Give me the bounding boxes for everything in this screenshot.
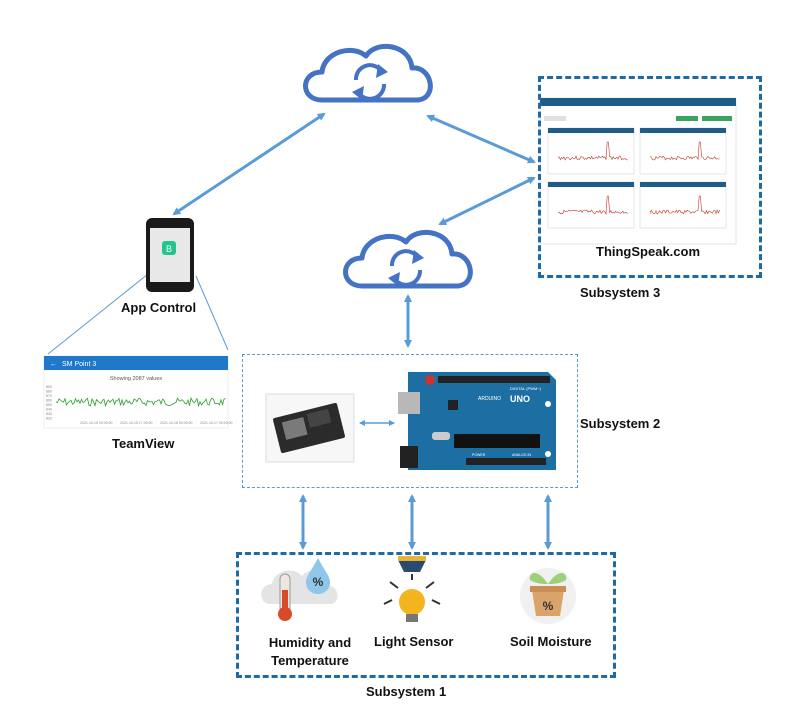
- arduino-uno-board: ARDUINO UNO DIGITAL (PWM~) POWER ANALOG …: [398, 372, 556, 470]
- thingspeak-panel: [639, 181, 727, 229]
- cloud-sync-icon-top: [303, 44, 433, 103]
- thingspeak-panel: [547, 181, 635, 229]
- thingspeak-series-line: [557, 195, 628, 216]
- teamview-x-tick: 2021-10-15 17:00:00: [120, 421, 153, 425]
- teamview-x-ticks: 2021-10-15 00:00:00 2021-10-15 17:00:00 20…: [80, 421, 233, 425]
- label-soil-moisture: Soil Moisture: [510, 634, 592, 649]
- soil-pot-icon: %: [520, 568, 576, 624]
- label-humidity-line1: Humidity and: [268, 635, 352, 650]
- teamview-y-tick: 880: [46, 390, 52, 394]
- label-thingspeak: ThingSpeak.com: [596, 244, 701, 259]
- teamview-x-tick: 2021-10-16 09:00:00: [160, 421, 193, 425]
- teamview-y-tick: 820: [46, 417, 52, 421]
- thingspeak-panel: [639, 127, 727, 175]
- label-subsystem-3: Subsystem 3: [580, 285, 661, 300]
- thingspeak-chart-panels: [547, 127, 727, 229]
- teamview-series-line: [55, 396, 226, 408]
- svg-text:B: B: [166, 244, 172, 254]
- svg-text:←: ←: [50, 361, 57, 368]
- label-humidity: Humidity and Temperature: [262, 634, 358, 670]
- arduino-power-label: POWER: [472, 453, 486, 457]
- thingspeak-series-line: [649, 195, 720, 215]
- smartphone-icon: B: [146, 218, 194, 292]
- teamview-header: SM Point 3: [62, 361, 96, 368]
- arrow-thingspeak-cloud-middle: [438, 176, 536, 226]
- humidity-temperature-icon: %: [261, 558, 338, 621]
- label-subsystem-2: Subsystem 2: [580, 416, 661, 431]
- teamview-y-tick: 830: [46, 412, 52, 416]
- thingspeak-series-line: [649, 141, 720, 161]
- esp8266-module: [265, 393, 355, 463]
- teamview-x-tick: 2021-10-15 00:00:00: [80, 421, 113, 425]
- arduino-brand: ARDUINO: [478, 396, 501, 402]
- thingspeak-panel: [547, 127, 635, 175]
- teamview-y-tick: 860: [46, 399, 52, 403]
- cloud-sync-icon-middle: [343, 230, 473, 289]
- teamview-y-tick: 870: [46, 394, 52, 398]
- arduino-digital-label: DIGITAL (PWM~): [510, 386, 542, 391]
- teamview-panel: ← SM Point 3 Showing 2087 values 8908808…: [43, 355, 233, 429]
- arrow-cloud-phone: [172, 112, 326, 216]
- subsystem-3-box: [538, 76, 762, 278]
- label-teamview: TeamView: [112, 436, 175, 451]
- link-line-left: [47, 273, 149, 355]
- svg-text:%: %: [313, 575, 324, 589]
- subsystem-2-box: [242, 354, 578, 488]
- label-light-sensor: Light Sensor: [374, 634, 454, 649]
- thingspeak-series-line: [557, 141, 628, 161]
- teamview-x-tick: 2021-10-17 00:00:00: [200, 421, 233, 425]
- svg-text:%: %: [543, 599, 554, 613]
- teamview-y-tick: 890: [46, 385, 52, 389]
- label-humidity-line2: Temperature: [271, 653, 349, 668]
- label-app-control: App Control: [121, 300, 197, 315]
- light-bulb-icon: [383, 556, 441, 622]
- arduino-analog-label: ANALOG IN: [512, 453, 532, 457]
- link-line-right: [195, 275, 229, 351]
- arduino-model: UNO: [510, 394, 530, 404]
- arrow-cloud-thingspeak-top: [426, 114, 536, 164]
- teamview-subtitle: Showing 2087 values: [110, 376, 163, 382]
- label-subsystem-1: Subsystem 1: [366, 684, 447, 699]
- subsystem-1-box: [236, 552, 616, 678]
- teamview-y-tick: 840: [46, 408, 52, 412]
- teamview-y-tick: 850: [46, 403, 52, 407]
